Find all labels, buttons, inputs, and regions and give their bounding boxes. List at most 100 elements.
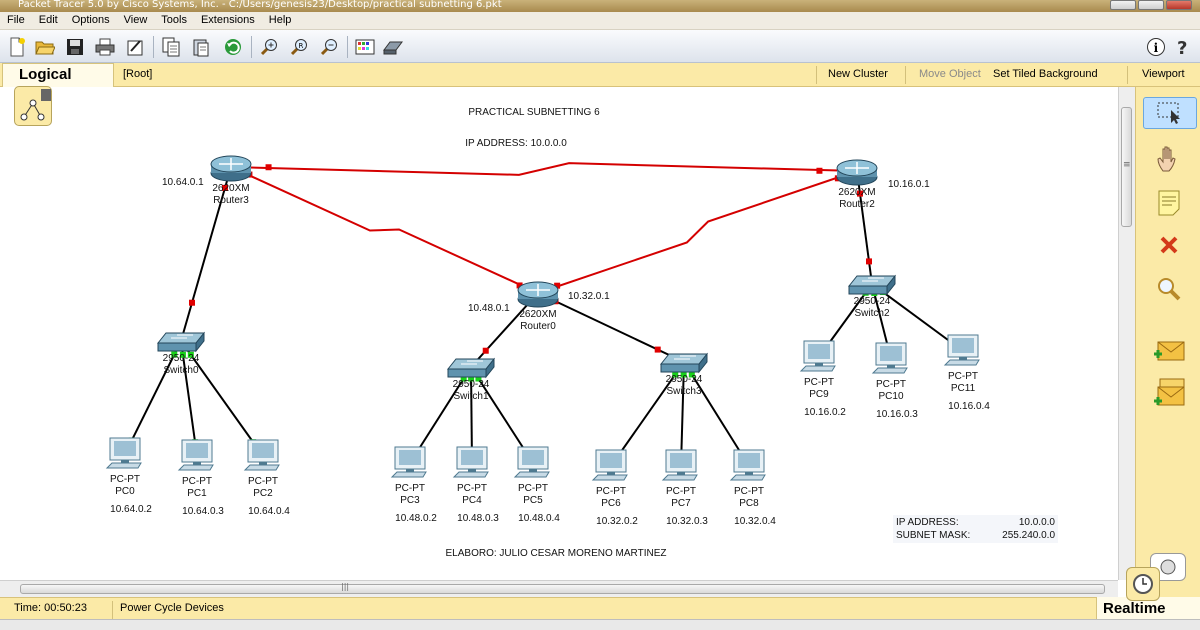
delete-icon[interactable] xyxy=(1151,229,1187,261)
switch-icon[interactable] xyxy=(659,352,709,374)
serial-link[interactable] xyxy=(230,162,858,176)
topology-diagram xyxy=(105,155,980,481)
new-cluster-button[interactable]: New Cluster xyxy=(828,68,888,80)
switch-icon[interactable] xyxy=(446,357,496,379)
menu-edit[interactable]: Edit xyxy=(38,14,58,26)
horizontal-scroll-thumb[interactable]: ||| xyxy=(20,582,1105,594)
pc-icon[interactable] xyxy=(513,446,550,478)
ethernet-link[interactable] xyxy=(610,361,685,467)
pc-icon[interactable] xyxy=(177,439,214,471)
port-indicator xyxy=(171,351,178,358)
move-hand-icon[interactable] xyxy=(1151,143,1187,175)
ethernet-link[interactable] xyxy=(180,340,264,457)
pc-icon[interactable] xyxy=(452,446,489,478)
switch-model-label: 2950-24 xyxy=(452,379,490,390)
pc-icon[interactable] xyxy=(105,437,142,469)
pc-icon[interactable] xyxy=(871,342,908,374)
custom-device-icon[interactable] xyxy=(382,36,404,58)
pc-icon[interactable] xyxy=(799,340,836,372)
menu-view[interactable]: View xyxy=(123,14,148,26)
pc-icon[interactable] xyxy=(729,449,766,481)
tab-logical[interactable]: Logical xyxy=(2,63,114,87)
pc-type-label: PC-PT xyxy=(666,486,696,497)
router-icon[interactable] xyxy=(517,281,559,308)
menu-help[interactable]: Help xyxy=(268,14,292,26)
simple-pdu-icon[interactable] xyxy=(1151,335,1187,367)
summary-ip-label: IP ADDRESS: xyxy=(896,517,959,528)
vertical-scroll-thumb[interactable]: ≡ xyxy=(1121,107,1132,227)
minimize-button[interactable] xyxy=(1110,0,1136,10)
clock-icon[interactable] xyxy=(1126,567,1160,601)
ethernet-link[interactable] xyxy=(124,340,182,455)
menu-extensions[interactable]: Extensions xyxy=(200,14,255,26)
menu-options[interactable]: Options xyxy=(71,14,110,26)
router-model-label: 2620XM xyxy=(838,187,876,198)
print-icon[interactable] xyxy=(94,36,116,58)
pc-type-label: PC-PT xyxy=(395,483,425,494)
info-icon[interactable]: i xyxy=(1145,36,1167,58)
note-icon[interactable] xyxy=(1151,187,1187,219)
maximize-button[interactable] xyxy=(1138,0,1164,10)
ethernet-link[interactable] xyxy=(180,340,198,457)
palette-icon[interactable] xyxy=(354,36,376,58)
zoom-out-icon[interactable] xyxy=(318,36,340,58)
router-icon[interactable] xyxy=(836,159,878,186)
move-object-button[interactable]: Move Object xyxy=(919,68,981,80)
switch-model-label: 2950-24 xyxy=(162,353,200,364)
serial-link[interactable] xyxy=(537,170,858,294)
help-icon[interactable]: ? xyxy=(1172,36,1194,58)
complex-pdu-icon[interactable] xyxy=(1151,377,1187,409)
diagram-ip-header: IP ADDRESS: 10.0.0.0 xyxy=(465,138,567,149)
pc-icon[interactable] xyxy=(243,439,280,471)
inspect-icon[interactable] xyxy=(1151,273,1187,305)
activity-wizard-icon[interactable] xyxy=(124,36,146,58)
router-ip-label: 10.32.0.1 xyxy=(568,291,610,302)
pc-icon[interactable] xyxy=(591,449,628,481)
switch-icon[interactable] xyxy=(847,274,897,296)
select-tool-icon[interactable] xyxy=(1143,97,1197,129)
copy-icon[interactable] xyxy=(160,36,182,58)
ethernet-link[interactable] xyxy=(680,361,685,467)
power-cycle-devices-button[interactable]: Power Cycle Devices xyxy=(120,602,224,614)
ethernet-link[interactable] xyxy=(180,166,232,342)
status-bar: Time: 00:50:23 Power Cycle Devices xyxy=(0,597,1200,619)
ethernet-link[interactable] xyxy=(683,361,750,467)
port-indicator xyxy=(866,258,872,265)
horizontal-scrollbar[interactable]: ||| xyxy=(0,580,1118,597)
port-indicator xyxy=(460,375,467,382)
router-name-label: Router3 xyxy=(213,195,249,206)
switch-icon[interactable] xyxy=(156,331,206,353)
port-indicator xyxy=(475,375,482,382)
zoom-reset-icon[interactable]: R xyxy=(288,36,310,58)
router-icon[interactable] xyxy=(210,155,252,182)
open-folder-icon[interactable] xyxy=(34,36,56,58)
summary-ip-value: 10.0.0.0 xyxy=(1018,517,1055,528)
realtime-mode-tab[interactable]: Realtime xyxy=(1096,597,1200,619)
undo-icon[interactable] xyxy=(222,36,244,58)
pc-ip-label: 10.32.0.3 xyxy=(666,516,708,527)
pc-icon[interactable] xyxy=(661,449,698,481)
serial-link[interactable] xyxy=(230,166,539,294)
port-indicator xyxy=(680,371,687,378)
close-window-button[interactable] xyxy=(1166,0,1192,10)
vertical-scrollbar[interactable]: ≡ xyxy=(1118,87,1135,580)
router-model-label: 2620XM xyxy=(212,183,250,194)
logical-view-icon[interactable] xyxy=(14,86,52,126)
paste-icon[interactable] xyxy=(190,36,212,58)
ethernet-link[interactable] xyxy=(856,170,873,285)
breadcrumb[interactable]: [Root] xyxy=(123,68,153,80)
zoom-in-icon[interactable] xyxy=(258,36,280,58)
pc-ip-label: 10.64.0.2 xyxy=(110,504,152,515)
viewport-button[interactable]: Viewport xyxy=(1142,68,1185,80)
save-icon[interactable] xyxy=(64,36,86,58)
pc-name-label: PC0 xyxy=(115,486,135,497)
new-file-icon[interactable] xyxy=(6,36,28,58)
pc-icon[interactable] xyxy=(390,446,427,478)
menu-tools[interactable]: Tools xyxy=(161,14,187,26)
switch-model-label: 2950-24 xyxy=(853,296,891,307)
set-tiled-background-button[interactable]: Set Tiled Background xyxy=(993,68,1098,80)
menu-file[interactable]: File xyxy=(7,14,25,26)
pc-name-label: PC9 xyxy=(809,389,829,400)
pc-icon[interactable] xyxy=(943,334,980,366)
